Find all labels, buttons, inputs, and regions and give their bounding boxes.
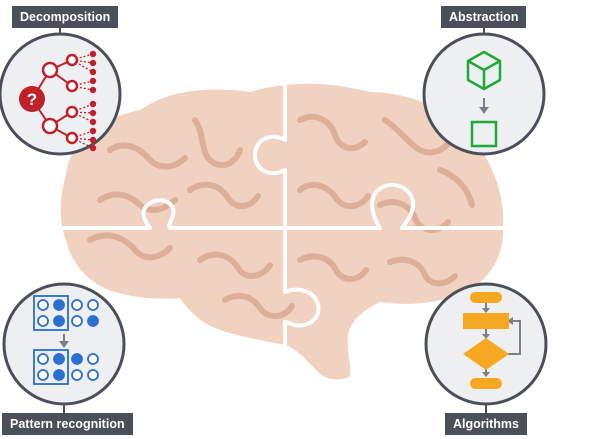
- down-arrow-icon: [479, 98, 489, 114]
- flow-start: [470, 292, 502, 303]
- algorithms-label: Algorithms: [445, 413, 527, 435]
- cube-icon: [466, 50, 502, 91]
- pattern-recognition-label: Pattern recognition: [2, 413, 133, 435]
- decomposition-panel: ?: [0, 32, 122, 156]
- brain-folds: [87, 113, 475, 319]
- question-mark: ?: [27, 90, 37, 109]
- question-node: [19, 86, 45, 112]
- flow-end: [470, 378, 502, 389]
- decomposition-circle: [0, 32, 122, 156]
- label-connectors: [59, 28, 487, 413]
- down-arrow-icon: [59, 334, 69, 348]
- square-icon: [470, 120, 498, 148]
- dot-grid-icon: [33, 295, 99, 385]
- brain-puzzle: [48, 82, 522, 380]
- pattern-recognition-panel: [2, 282, 126, 406]
- brain-shape: [60, 83, 504, 380]
- puzzle-seams: [48, 82, 522, 370]
- decomposition-label: Decomposition: [12, 6, 119, 28]
- flowchart-icon: [463, 292, 521, 389]
- cube-to-square-icon: [466, 50, 502, 148]
- flow-process: [463, 313, 509, 329]
- abstraction-label: Abstraction: [441, 6, 527, 28]
- algorithms-panel: [424, 282, 548, 406]
- abstraction-panel: [422, 32, 546, 156]
- tree-diagram-icon: ?: [19, 50, 97, 152]
- flow-decision: [463, 338, 509, 370]
